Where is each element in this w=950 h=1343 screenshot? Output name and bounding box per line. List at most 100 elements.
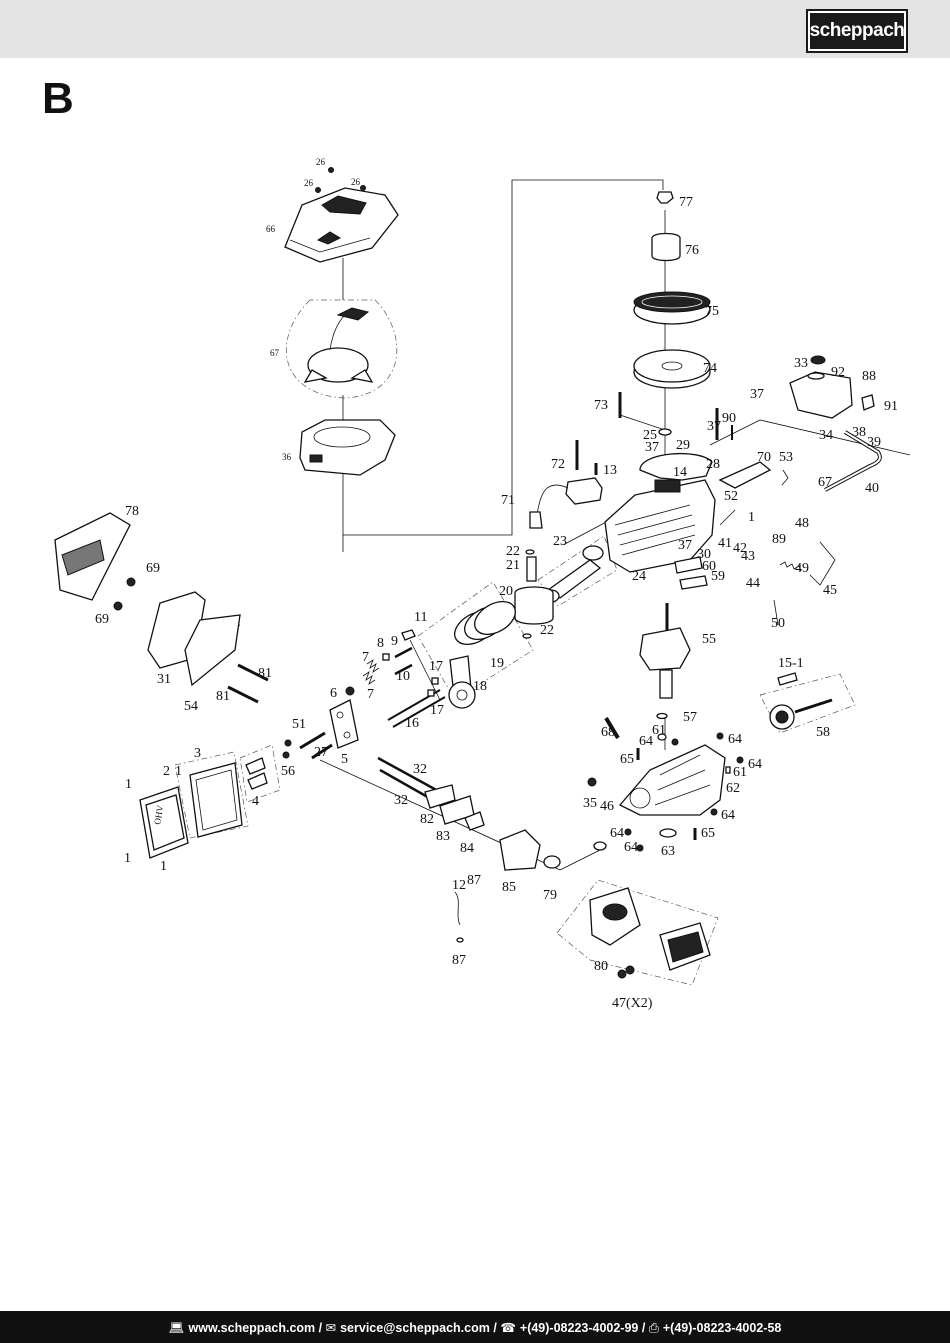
- recoil-starter: [303, 307, 374, 383]
- label-89: 89: [772, 532, 786, 547]
- label-61: 61: [652, 723, 666, 738]
- flywheel-stack: [633, 191, 711, 436]
- label-52: 52: [724, 489, 738, 504]
- label-32: 32: [413, 762, 427, 777]
- label-41: 41: [718, 536, 732, 551]
- label-16: 16: [405, 716, 419, 731]
- label-42: 42: [733, 541, 747, 556]
- label-61: 61: [733, 765, 747, 780]
- label-81: 81: [258, 666, 272, 681]
- camshaft-pushrods: [387, 655, 476, 728]
- label-23: 23: [553, 534, 567, 549]
- label-11: 11: [414, 610, 427, 625]
- label-70: 70: [757, 450, 771, 465]
- label-1: 1: [748, 510, 755, 525]
- header-bar: [0, 0, 950, 58]
- label-3: 3: [194, 746, 201, 761]
- label-35: 35: [583, 796, 597, 811]
- label-38: 38: [852, 425, 866, 440]
- label-29: 29: [676, 438, 690, 453]
- label-71: 71: [501, 493, 515, 508]
- label-1: 1: [160, 859, 167, 874]
- separator: /: [318, 1321, 323, 1335]
- governor-controls: [674, 461, 836, 626]
- label-26: 26: [304, 178, 314, 188]
- label-24: 24: [632, 569, 646, 584]
- label-33: 33: [794, 356, 808, 371]
- label-26: 26: [351, 177, 361, 187]
- label-51: 51: [292, 717, 306, 732]
- label-67: 67: [270, 348, 280, 358]
- label-76: 76: [685, 243, 699, 258]
- label-64: 64: [610, 826, 624, 841]
- label-12: 12: [452, 878, 466, 893]
- label-37: 37: [707, 419, 721, 434]
- label-18: 18: [473, 679, 487, 694]
- label-69: 69: [146, 561, 160, 576]
- label-60: 60: [702, 559, 716, 574]
- label-20: 20: [499, 584, 513, 599]
- contact-line: 💻︎www.scheppach.com / ✉︎service@scheppac…: [0, 1320, 950, 1336]
- label-40: 40: [865, 481, 879, 496]
- label-10: 10: [396, 669, 410, 684]
- ignition-coil: [529, 477, 603, 529]
- label-63: 63: [661, 844, 675, 859]
- label-4: 4: [252, 794, 259, 809]
- label-49: 49: [795, 561, 809, 576]
- label-68: 68: [601, 725, 615, 740]
- label-37: 37: [678, 538, 692, 553]
- label-74: 74: [703, 361, 717, 376]
- fax-number: +(49)-08223-4002-58: [662, 1321, 782, 1335]
- label-17: 17: [429, 659, 443, 674]
- label-66: 66: [266, 224, 276, 234]
- label-87: 87: [452, 953, 466, 968]
- label-26: 26: [316, 157, 326, 167]
- crankshaft: [639, 603, 691, 720]
- engine-block: [604, 479, 716, 573]
- label-64: 64: [721, 808, 735, 823]
- label-82: 82: [420, 812, 434, 827]
- label-78: 78: [125, 504, 139, 519]
- label-6: 6: [330, 686, 337, 701]
- label-5: 5: [341, 752, 348, 767]
- valves-springs: [345, 629, 416, 696]
- label-1: 1: [125, 777, 132, 792]
- phone-icon: ☎︎: [500, 1321, 516, 1335]
- label-59: 59: [711, 569, 725, 584]
- label-88: 88: [862, 369, 876, 384]
- air-filter: [54, 512, 269, 704]
- website-link[interactable]: www.scheppach.com: [188, 1321, 316, 1335]
- fuel-tank: [789, 355, 882, 492]
- label-1: 1: [124, 851, 131, 866]
- label-84: 84: [460, 841, 474, 856]
- label-47: 47(X2): [612, 996, 653, 1011]
- label-92: 92: [831, 365, 845, 380]
- label-81: 81: [216, 689, 230, 704]
- label-85: 85: [502, 880, 516, 895]
- label-9: 9: [391, 634, 398, 649]
- computer-icon: 💻︎: [168, 1321, 185, 1335]
- carburetor-set: [377, 756, 561, 943]
- label-28: 28: [706, 457, 720, 472]
- cover-text: OHV: [152, 804, 165, 825]
- label-30: 30: [697, 547, 711, 562]
- label-79: 79: [543, 888, 557, 903]
- logo-text: scheppach: [809, 20, 905, 41]
- label-91: 91: [884, 399, 898, 414]
- label-22: 22: [540, 623, 554, 638]
- label-64: 64: [748, 757, 762, 772]
- label-65: 65: [620, 752, 634, 767]
- label-56: 56: [281, 764, 295, 779]
- label-37: 37: [645, 440, 659, 455]
- muffler: [589, 887, 711, 979]
- label-69: 69: [95, 612, 109, 627]
- rocker-bracket: [245, 699, 359, 790]
- label-8: 8: [377, 636, 384, 651]
- label-54: 54: [184, 699, 198, 714]
- phone-number: +(49)-08223-4002-99: [519, 1321, 639, 1335]
- email-link[interactable]: service@scheppach.com: [340, 1321, 490, 1335]
- fax-icon: ⎙︎: [648, 1321, 659, 1335]
- label-22: 22: [506, 544, 520, 559]
- label-57: 57: [683, 710, 697, 725]
